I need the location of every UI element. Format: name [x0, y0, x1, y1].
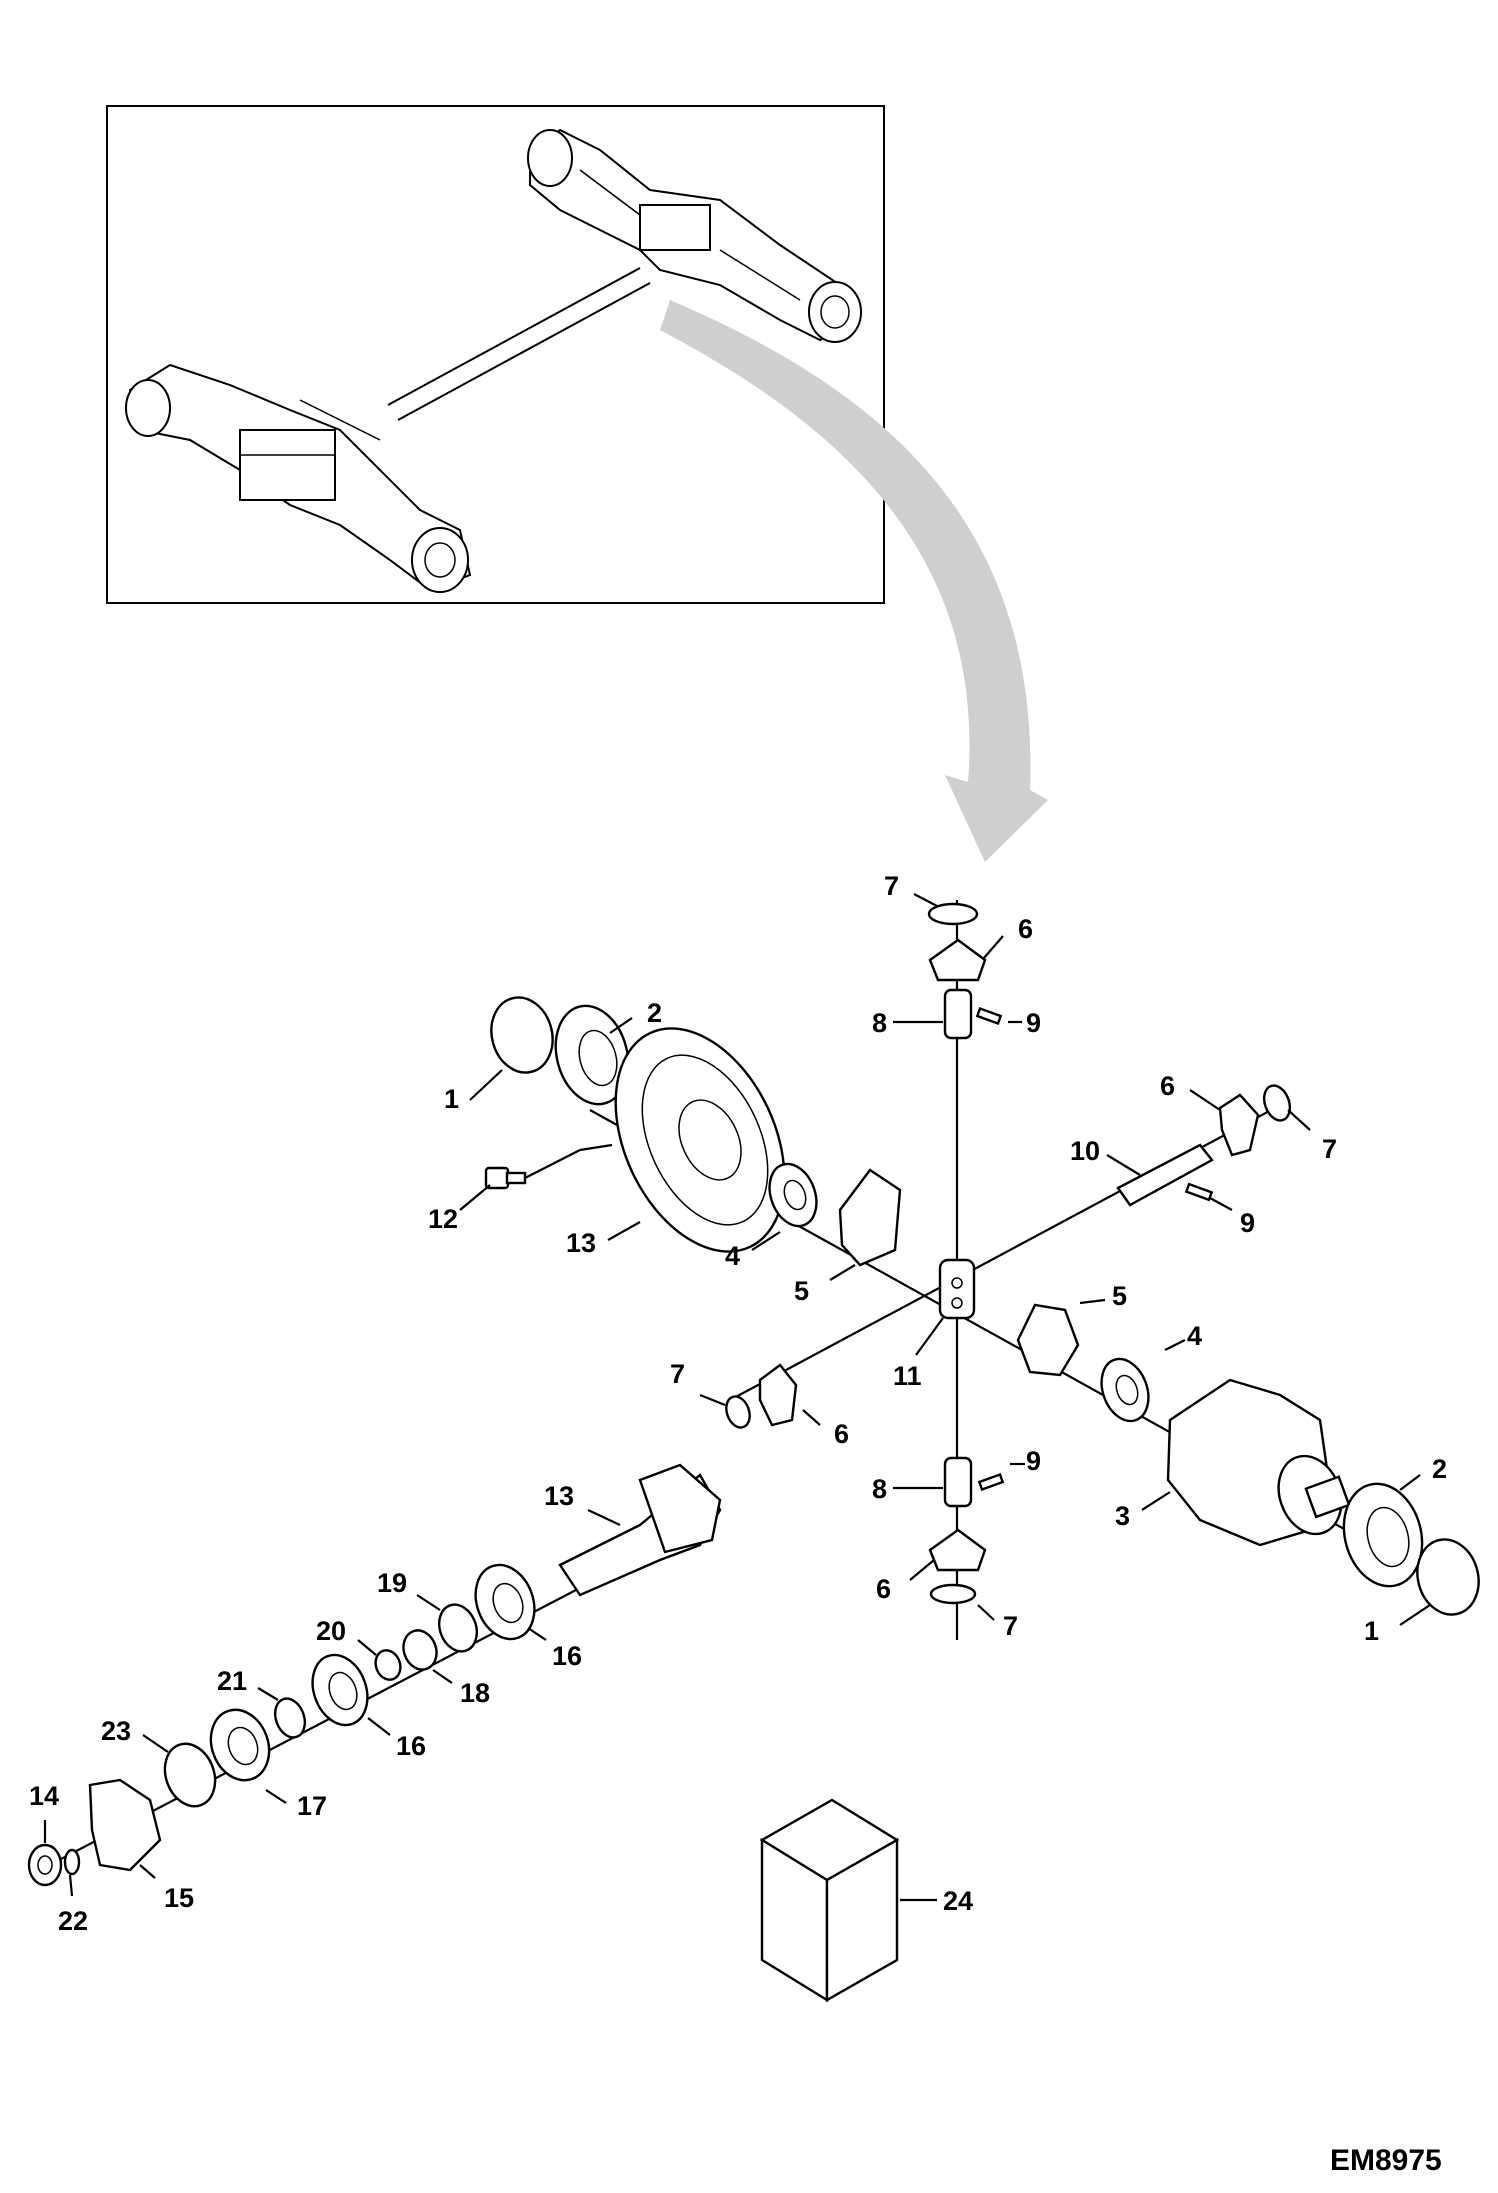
callout-7: 7	[670, 1359, 685, 1389]
thrust-washer	[768, 1162, 818, 1228]
callout-19: 19	[377, 1568, 407, 1598]
callout-12: 12	[428, 1204, 458, 1234]
bearing	[311, 1653, 369, 1727]
callout-5: 5	[1112, 1281, 1127, 1311]
callout-9: 9	[1026, 1446, 1041, 1476]
differential-cross	[938, 1258, 976, 1320]
pinion-shaft	[558, 1463, 722, 1597]
callout-8: 8	[872, 1474, 887, 1504]
callout-7: 7	[1322, 1134, 1337, 1164]
seal	[209, 1708, 271, 1782]
callout-11: 11	[893, 1361, 922, 1391]
washer	[374, 1649, 402, 1681]
callout-16: 16	[552, 1641, 582, 1671]
spider-gear	[928, 1528, 987, 1572]
callout-2: 2	[647, 998, 662, 1028]
callout-4: 4	[725, 1241, 740, 1271]
callout-17: 17	[297, 1791, 327, 1821]
shaft	[1116, 1143, 1214, 1207]
differential-case	[1166, 1378, 1351, 1547]
callout-10: 10	[1070, 1136, 1100, 1166]
callout-14: 14	[29, 1781, 59, 1811]
callout-18: 18	[460, 1678, 490, 1708]
callout-13: 13	[566, 1228, 596, 1258]
curved-arrow-icon	[660, 300, 1048, 862]
parts-kit-box	[759, 1798, 900, 2003]
bearing	[1342, 1482, 1424, 1588]
callout-1: 1	[444, 1084, 459, 1114]
callout-16: 16	[396, 1731, 426, 1761]
bolt	[484, 1143, 613, 1190]
callout-7: 7	[1003, 1611, 1018, 1641]
callout-6: 6	[1160, 1071, 1175, 1101]
leader-lines	[43, 893, 1431, 1902]
nut	[27, 1843, 63, 1887]
ring-gear	[614, 1027, 786, 1253]
sleeve	[943, 988, 973, 1040]
spacer	[273, 1697, 307, 1739]
callout-2: 2	[1432, 1454, 1447, 1484]
o-ring	[63, 1848, 81, 1876]
pin	[1184, 1182, 1214, 1202]
spider-gear	[1218, 1093, 1260, 1157]
parts	[27, 902, 1480, 2003]
spider-gear	[928, 938, 987, 982]
thrust-washer	[929, 1583, 977, 1605]
washer	[163, 1742, 217, 1808]
pin	[977, 1472, 1005, 1492]
pin	[975, 1006, 1003, 1026]
thrust-washer	[1262, 1084, 1292, 1122]
thrust-washer	[725, 1395, 751, 1429]
callout-22: 22	[58, 1906, 88, 1936]
bearing	[474, 1563, 536, 1641]
thrust-washer	[927, 902, 979, 926]
callout-21: 21	[217, 1666, 247, 1696]
callout-7: 7	[884, 871, 899, 901]
callout-24: 24	[943, 1886, 973, 1916]
callout-15: 15	[164, 1883, 194, 1913]
snap-ring	[1416, 1538, 1480, 1616]
callout-8: 8	[872, 1008, 887, 1038]
snap-ring	[490, 996, 554, 1074]
thrust-washer	[1100, 1357, 1150, 1423]
callout-9: 9	[1240, 1208, 1255, 1238]
yoke	[88, 1778, 162, 1872]
sleeve	[943, 1456, 973, 1508]
shim	[437, 1603, 479, 1653]
callout-5: 5	[794, 1276, 809, 1306]
spacer	[402, 1629, 438, 1671]
callout-13: 13	[544, 1481, 574, 1511]
bearing	[554, 1004, 630, 1106]
spider-gear	[758, 1363, 798, 1427]
side-gear	[1016, 1303, 1080, 1377]
callout-labels: 7 6 8 9 2 1 6 7 10 9 12 13 4 5 5 4 11 7 …	[29, 871, 1447, 1936]
callout-6: 6	[876, 1574, 891, 1604]
axle-assembly-illustration	[125, 128, 862, 593]
callout-6: 6	[1018, 914, 1033, 944]
callout-1: 1	[1364, 1616, 1379, 1646]
callout-3: 3	[1115, 1501, 1130, 1531]
side-gear	[838, 1168, 902, 1267]
callout-6: 6	[834, 1419, 849, 1449]
figure-code: EM8975	[1330, 2144, 1442, 2177]
callout-20: 20	[316, 1616, 346, 1646]
callout-23: 23	[101, 1716, 131, 1746]
callout-9: 9	[1026, 1008, 1041, 1038]
callout-4: 4	[1187, 1321, 1202, 1351]
